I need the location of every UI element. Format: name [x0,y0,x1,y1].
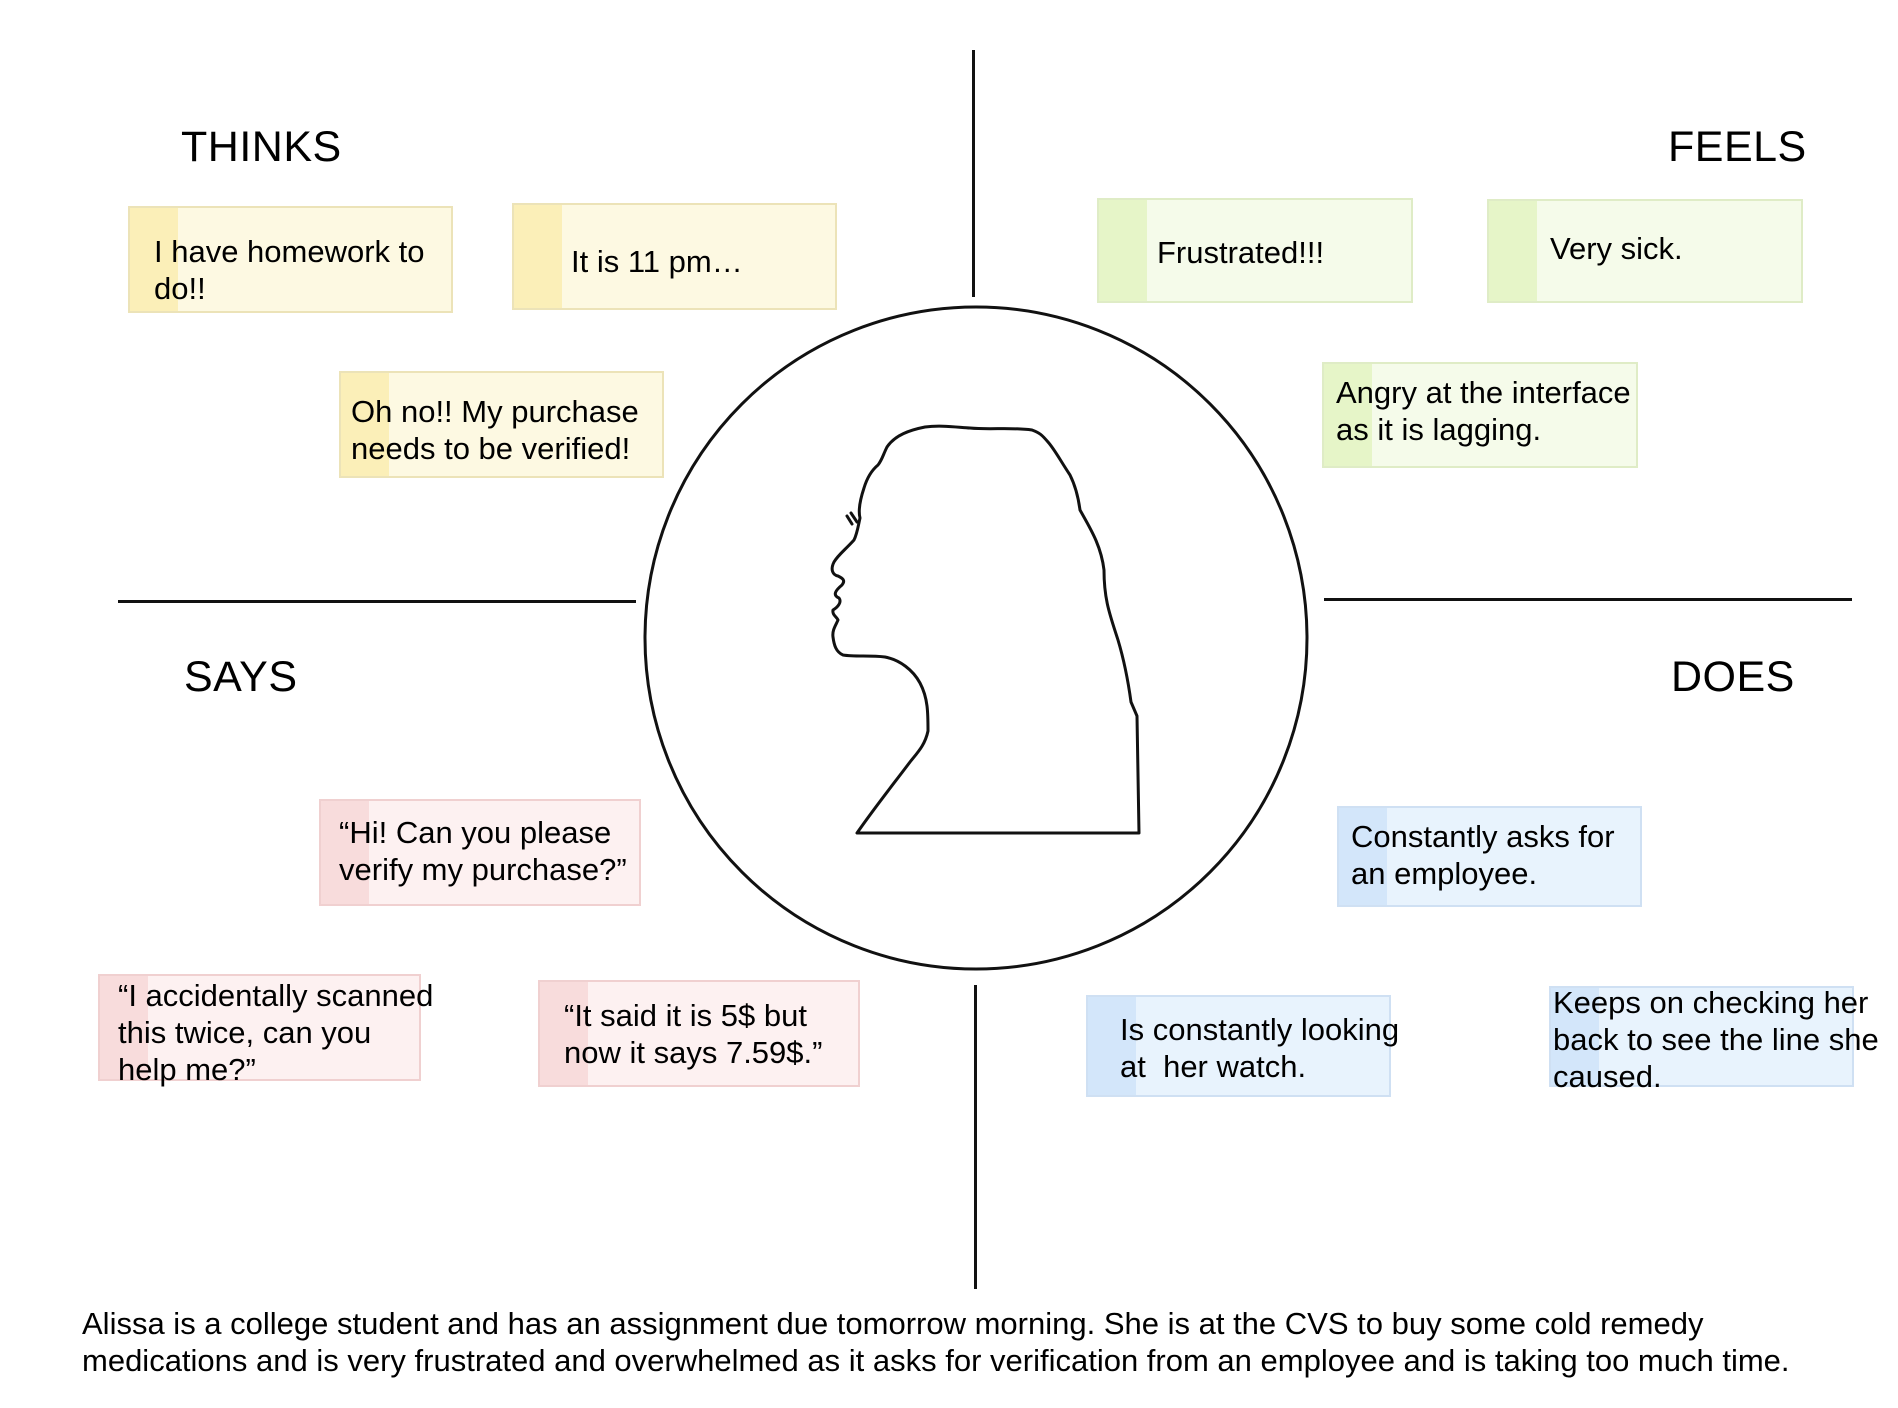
does-note-3: Keeps on checking her back to see the li… [1549,985,1879,1094]
persona-description: Alissa is a college student and has an a… [82,1306,1790,1378]
feels-note-text: Very sick. [1550,231,1683,266]
does-note-2: Is constantly looking at her watch. [1086,995,1399,1097]
heading-does: DOES [1671,653,1795,701]
thinks-note-text: It is 11 pm… [571,244,743,279]
thinks-note-text: I have homework to do!! [154,234,425,306]
heading-thinks: THINKS [181,123,342,171]
says-note-text: “I accidentally scanned this twice, can … [118,978,434,1087]
says-note-3: “It said it is 5$ but now it says 7.59$.… [538,980,860,1087]
feels-note-1: Frustrated!!! [1097,198,1413,303]
does-note-1: Constantly asks for an employee. [1337,806,1642,907]
woman-profile-silhouette-icon [830,424,1141,835]
feels-note-text: Angry at the interface as it is lagging. [1336,375,1631,447]
feels-note-3: Angry at the interface as it is lagging. [1322,362,1638,468]
divider-right [1324,598,1852,601]
does-note-text: Keeps on checking her back to see the li… [1553,985,1879,1094]
feels-note-text: Frustrated!!! [1157,235,1325,270]
thinks-note-2: It is 11 pm… [512,203,837,310]
thinks-note-3: Oh no!! My purchase needs to be verified… [339,371,664,478]
says-note-text: “Hi! Can you please verify my purchase?” [339,815,627,887]
feels-note-2: Very sick. [1487,199,1803,303]
heading-feels: FEELS [1668,123,1807,171]
divider-left [118,600,636,603]
heading-says: SAYS [184,653,298,701]
does-note-text: Is constantly looking at her watch. [1120,1012,1400,1084]
says-note-1: “Hi! Can you please verify my purchase?” [319,799,641,906]
thinks-note-1: I have homework to do!! [128,206,453,313]
says-note-text: “It said it is 5$ but now it says 7.59$.… [564,998,823,1070]
does-note-text: Constantly asks for an employee. [1351,819,1615,891]
thinks-note-text: Oh no!! My purchase needs to be verified… [351,394,639,466]
divider-top [972,50,975,297]
says-note-2: “I accidentally scanned this twice, can … [98,974,433,1087]
divider-bottom [974,985,977,1289]
